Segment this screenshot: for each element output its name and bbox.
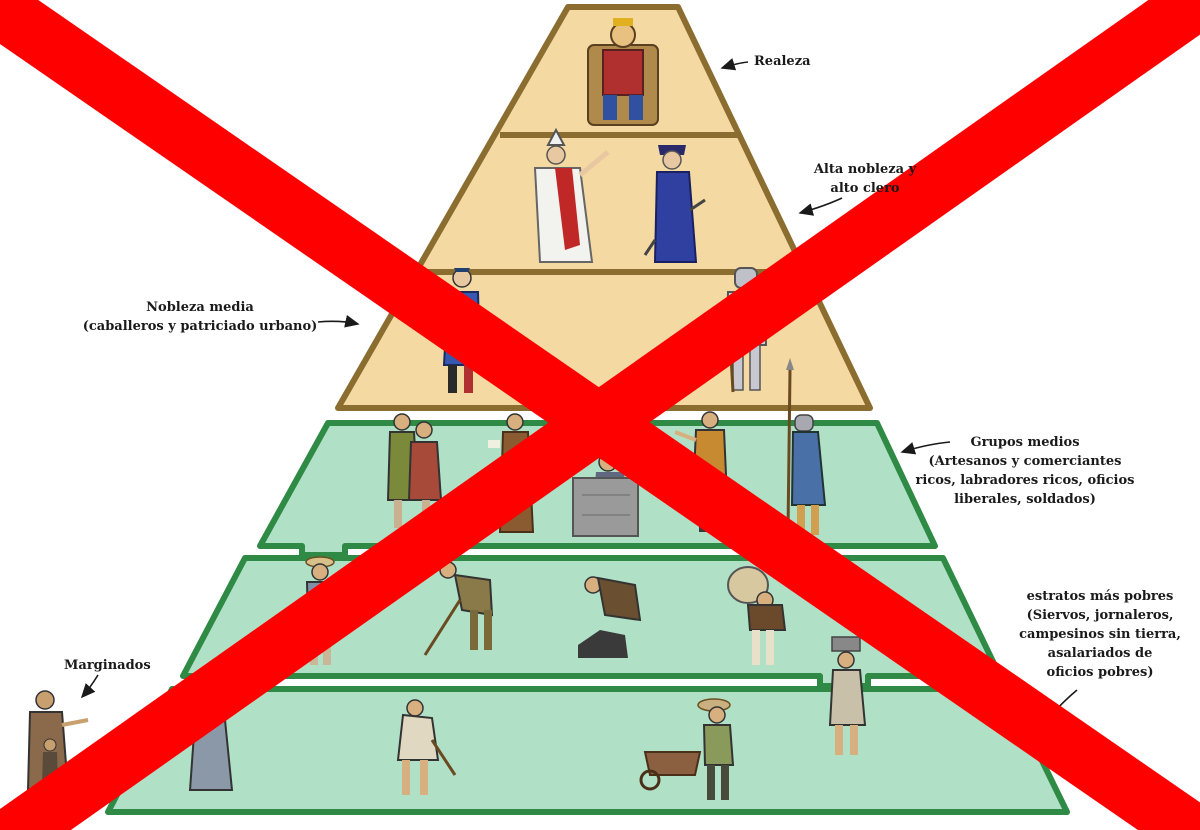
king-on-throne-icon: [587, 18, 659, 126]
label-nobleza-media: Nobleza media (caballeros y patriciado u…: [82, 300, 318, 334]
porter-icon: [727, 566, 787, 665]
merchant-icon: [386, 413, 443, 528]
worker-icon: [828, 636, 867, 755]
nobleman-icon: [643, 145, 706, 263]
label-arrows: [80, 58, 1078, 718]
arrow-marginados: [80, 674, 99, 699]
label-marginados: Marginados: [64, 658, 151, 673]
arrow-grupos-medios: [900, 441, 951, 455]
label-realeza: Realeza: [754, 54, 811, 69]
blacksmith-icon: [578, 576, 642, 658]
wheelbarrow-worker-icon: [639, 698, 735, 800]
label-alta-nobleza: Alta nobleza y alto clero: [813, 162, 917, 196]
label-grupos-medios: Grupos medios (Artesanos y comerciantes …: [915, 435, 1135, 507]
arrow-alta-nobleza: [798, 197, 843, 216]
base-digger-icon: [396, 699, 457, 795]
bishop-icon: [533, 127, 610, 263]
arrow-nobleza-media: [317, 314, 360, 328]
pyramid-tier-base: [105, 686, 1070, 815]
soldier-with-spear-icon: [786, 358, 827, 535]
label-estratos-pobres: estratos más pobres (Siervos, jornaleros…: [1019, 589, 1181, 680]
arrow-realeza: [720, 58, 749, 71]
